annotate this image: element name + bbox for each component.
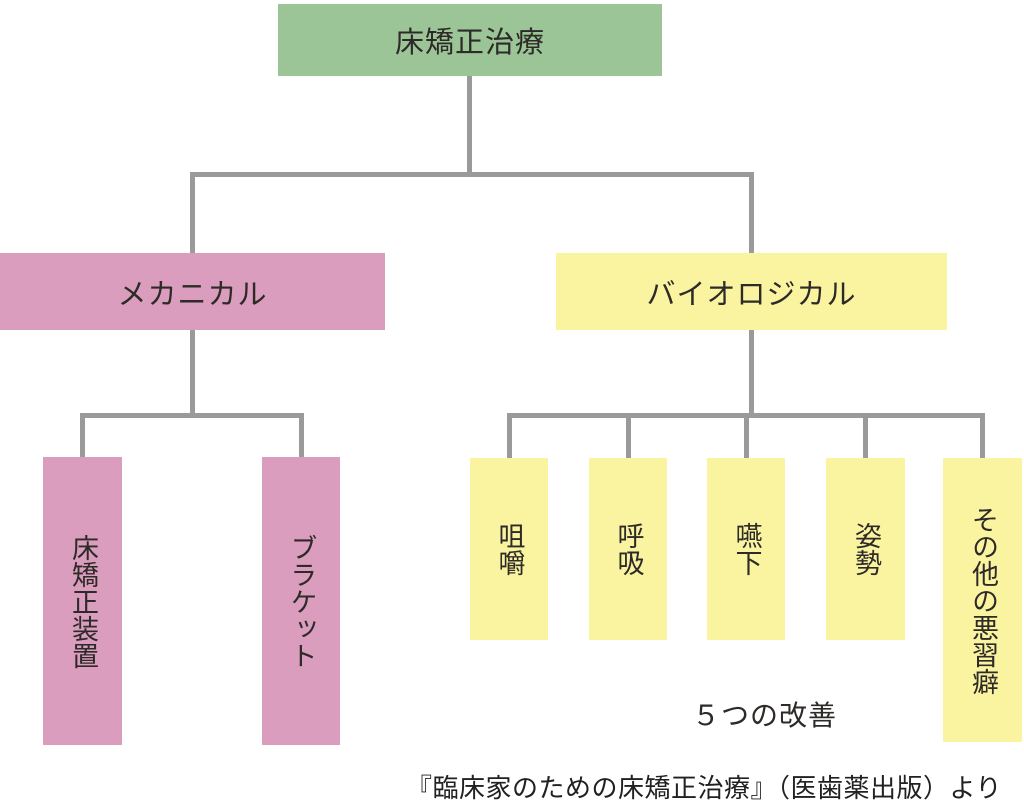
connector-drop-mech-child1 (80, 413, 85, 457)
biological-child-node: 嚥下 (707, 458, 785, 640)
citation-label: 『臨床家のための床矯正治療』（医歯薬出版）より (406, 774, 1002, 803)
connector-mech-horizontal (80, 413, 304, 418)
biological-child-node: 呼吸 (589, 458, 667, 640)
connector-mechanical-trunk (190, 330, 195, 418)
mechanical-node: メカニカル (0, 253, 385, 330)
biological-child-label: その他の悪習癖 (968, 505, 998, 695)
connector-drop-bio-child2 (626, 413, 631, 458)
connector-root-trunk (467, 76, 472, 175)
connector-drop-bio-child1 (507, 413, 512, 458)
connector-drop-mechanical (190, 172, 195, 253)
root-node-label: 床矯正治療 (394, 27, 545, 59)
mechanical-child-node: ブラケット (262, 457, 340, 745)
connector-drop-bio-child5 (980, 413, 985, 458)
five-improvements-label: ５つの改善 (692, 700, 838, 731)
biological-child-node: その他の悪習癖 (943, 458, 1022, 742)
connector-drop-bio-child4 (863, 413, 868, 458)
root-node: 床矯正治療 (278, 4, 662, 76)
biological-child-node: 咀嚼 (470, 458, 548, 640)
mechanical-child-node: 床矯正装置 (43, 457, 122, 745)
biological-child-label: 嚥下 (731, 522, 762, 576)
biological-child-node: 姿勢 (826, 458, 905, 640)
mechanical-child-label: 床矯正装置 (68, 533, 98, 669)
connector-drop-bio-child3 (744, 413, 749, 458)
biological-child-label: 呼吸 (613, 522, 644, 576)
biological-child-label: 姿勢 (851, 522, 881, 576)
mechanical-child-label: ブラケット (286, 533, 317, 669)
mechanical-node-label: メカニカル (117, 278, 268, 311)
connector-level1-horizontal (190, 172, 754, 177)
biological-node-label: バイオロジカル (646, 278, 857, 311)
connector-biological-trunk (749, 330, 754, 418)
biological-node: バイオロジカル (556, 253, 947, 330)
biological-child-label: 咀嚼 (494, 522, 525, 576)
connector-drop-biological (749, 172, 754, 253)
connector-drop-mech-child2 (299, 413, 304, 457)
